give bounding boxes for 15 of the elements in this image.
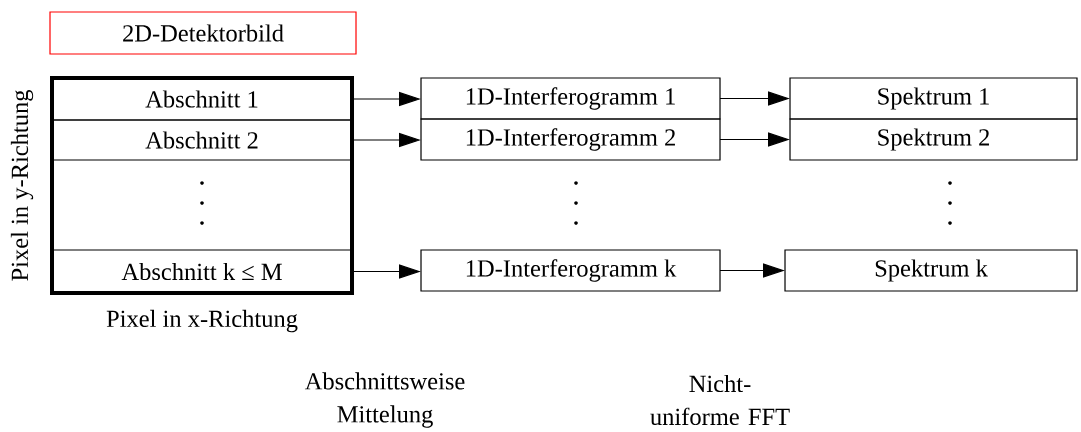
step-label: Abschnittsweise Mittelung [304,372,465,428]
section-row: Abschnitt 2 [51,119,353,161]
process-box: Spektrum k [784,249,1078,292]
process-box: Spektrum 1 [789,77,1078,120]
title-box: 2D-Detektorbild [49,11,357,55]
process-box: Spektrum 2 [789,118,1078,161]
section-row: Abschnitt k ≤ M [51,249,353,294]
process-box: 1D-Interferogramm 2 [420,118,721,161]
axis-label: Pixel in x-Richtung [106,309,298,333]
axis-label: Pixel in y-Richtung [10,90,34,281]
process-box: 1D-Interferogramm 1 [420,77,721,120]
detector-image-frame [50,76,354,295]
section-row: Abschnitt 1 [51,77,353,121]
process-box: 1D-Interferogramm k [420,249,721,292]
step-label: Nicht-uniforme FFT [650,374,790,426]
